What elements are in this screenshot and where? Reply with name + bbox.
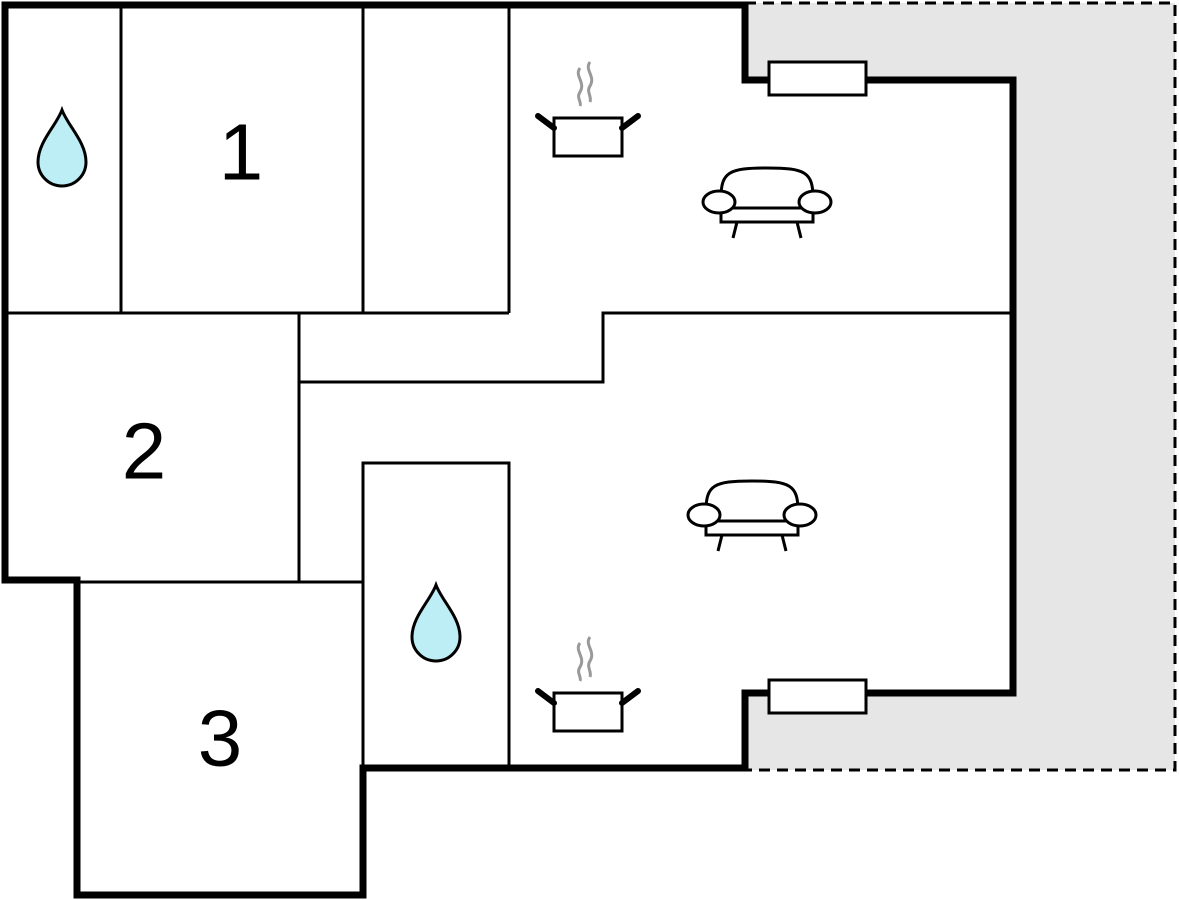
terrace-dashed-outline <box>745 1 1177 772</box>
room-number-1: 1 <box>219 108 264 197</box>
outer-wall <box>1 1 1017 899</box>
window-icon <box>767 678 868 715</box>
terrace-area <box>745 3 1175 770</box>
room-number-3: 3 <box>198 694 243 783</box>
room-number-2: 2 <box>122 407 167 496</box>
window-icon <box>767 60 868 97</box>
interior-walls <box>5 5 1013 768</box>
